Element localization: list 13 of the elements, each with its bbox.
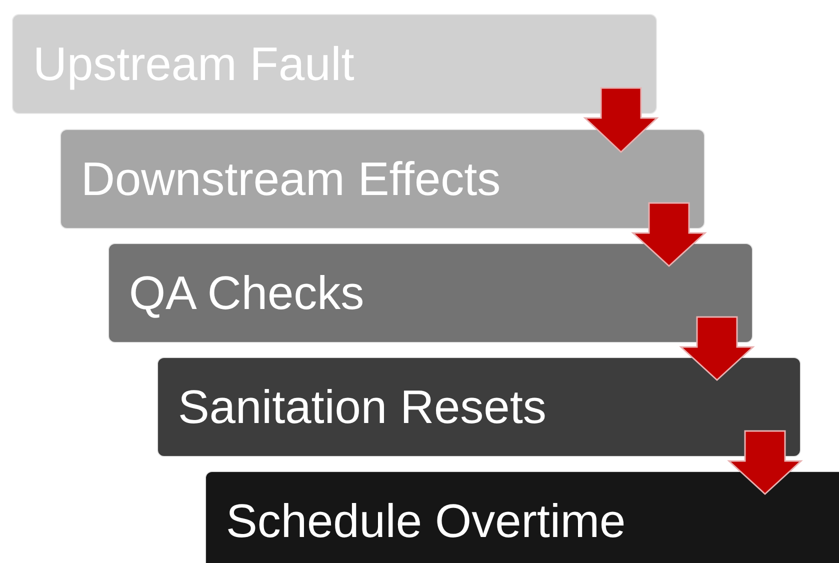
step-label: Schedule Overtime [226, 495, 626, 547]
down-arrow [679, 316, 755, 382]
step-box [108, 243, 753, 343]
down-arrow [583, 87, 659, 154]
step-box [205, 471, 839, 563]
step-box [60, 129, 705, 229]
down-arrow [727, 430, 803, 496]
down-arrow [631, 202, 707, 268]
step-box [157, 357, 801, 457]
step-label: Sanitation Resets [178, 381, 546, 433]
step-label: QA Checks [129, 267, 364, 319]
step-label: Downstream Effects [81, 153, 501, 205]
step-box [12, 14, 657, 114]
